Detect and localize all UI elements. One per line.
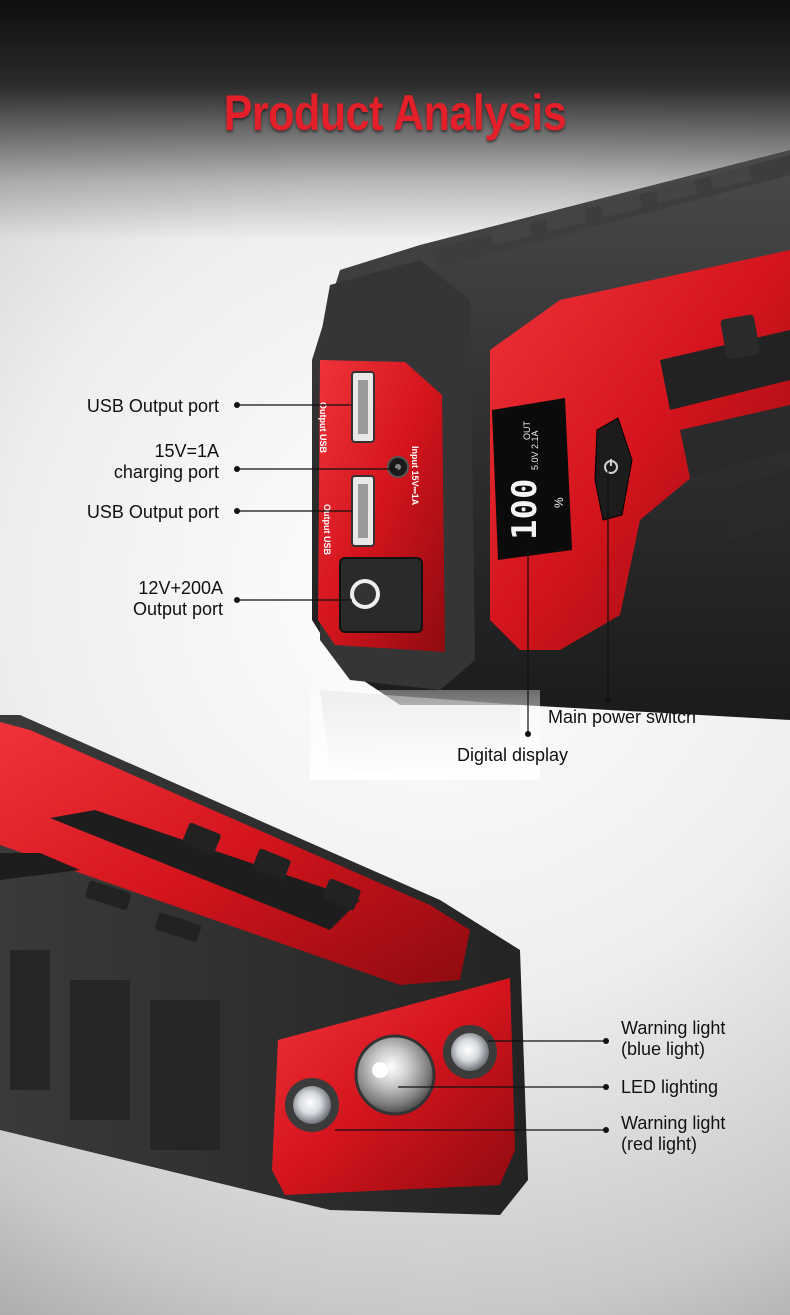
callout-digital-display: Digital display	[457, 745, 569, 765]
callout-charging-port-line2: charging port	[113, 462, 219, 482]
bottom-device	[0, 715, 528, 1215]
page-title: Product Analysis	[223, 85, 567, 141]
usb-port-1-label: Output USB	[318, 402, 328, 453]
display-specs-label: 5.0V 2.1A	[530, 430, 540, 470]
input-rating-label: Input 15V⎓1A	[410, 446, 420, 506]
callout-warning-red: Warning light (red light)	[621, 1113, 725, 1155]
top-device	[312, 150, 790, 720]
display-unit: %	[552, 497, 566, 508]
callout-usb-output-2: USB Output port	[86, 502, 219, 522]
callout-warning-red-line2: (red light)	[621, 1134, 698, 1154]
callout-warning-red-line1: Warning light	[621, 1113, 726, 1133]
callout-12v-output-line1: 12V+200A	[138, 578, 223, 598]
callout-warning-blue: Warning light (blue light)	[621, 1018, 725, 1060]
callout-12v-output: 12V+200A Output port	[133, 578, 223, 620]
callout-warning-blue-line2: (blue light)	[621, 1039, 706, 1059]
display-value: 100	[505, 478, 545, 540]
callout-main-power-switch: Main power switch	[548, 707, 697, 727]
callout-charging-port-line1: 15V=1A	[154, 441, 219, 461]
callout-12v-output-line2: Output port	[132, 599, 223, 619]
usb-port-2-label: Output USB	[322, 504, 332, 555]
callout-led-lighting: LED lighting	[621, 1077, 719, 1097]
callout-warning-blue-line1: Warning light	[621, 1018, 726, 1038]
callout-usb-output-1: USB Output port	[86, 396, 219, 416]
callout-charging-port: 15V=1A charging port	[114, 441, 219, 483]
